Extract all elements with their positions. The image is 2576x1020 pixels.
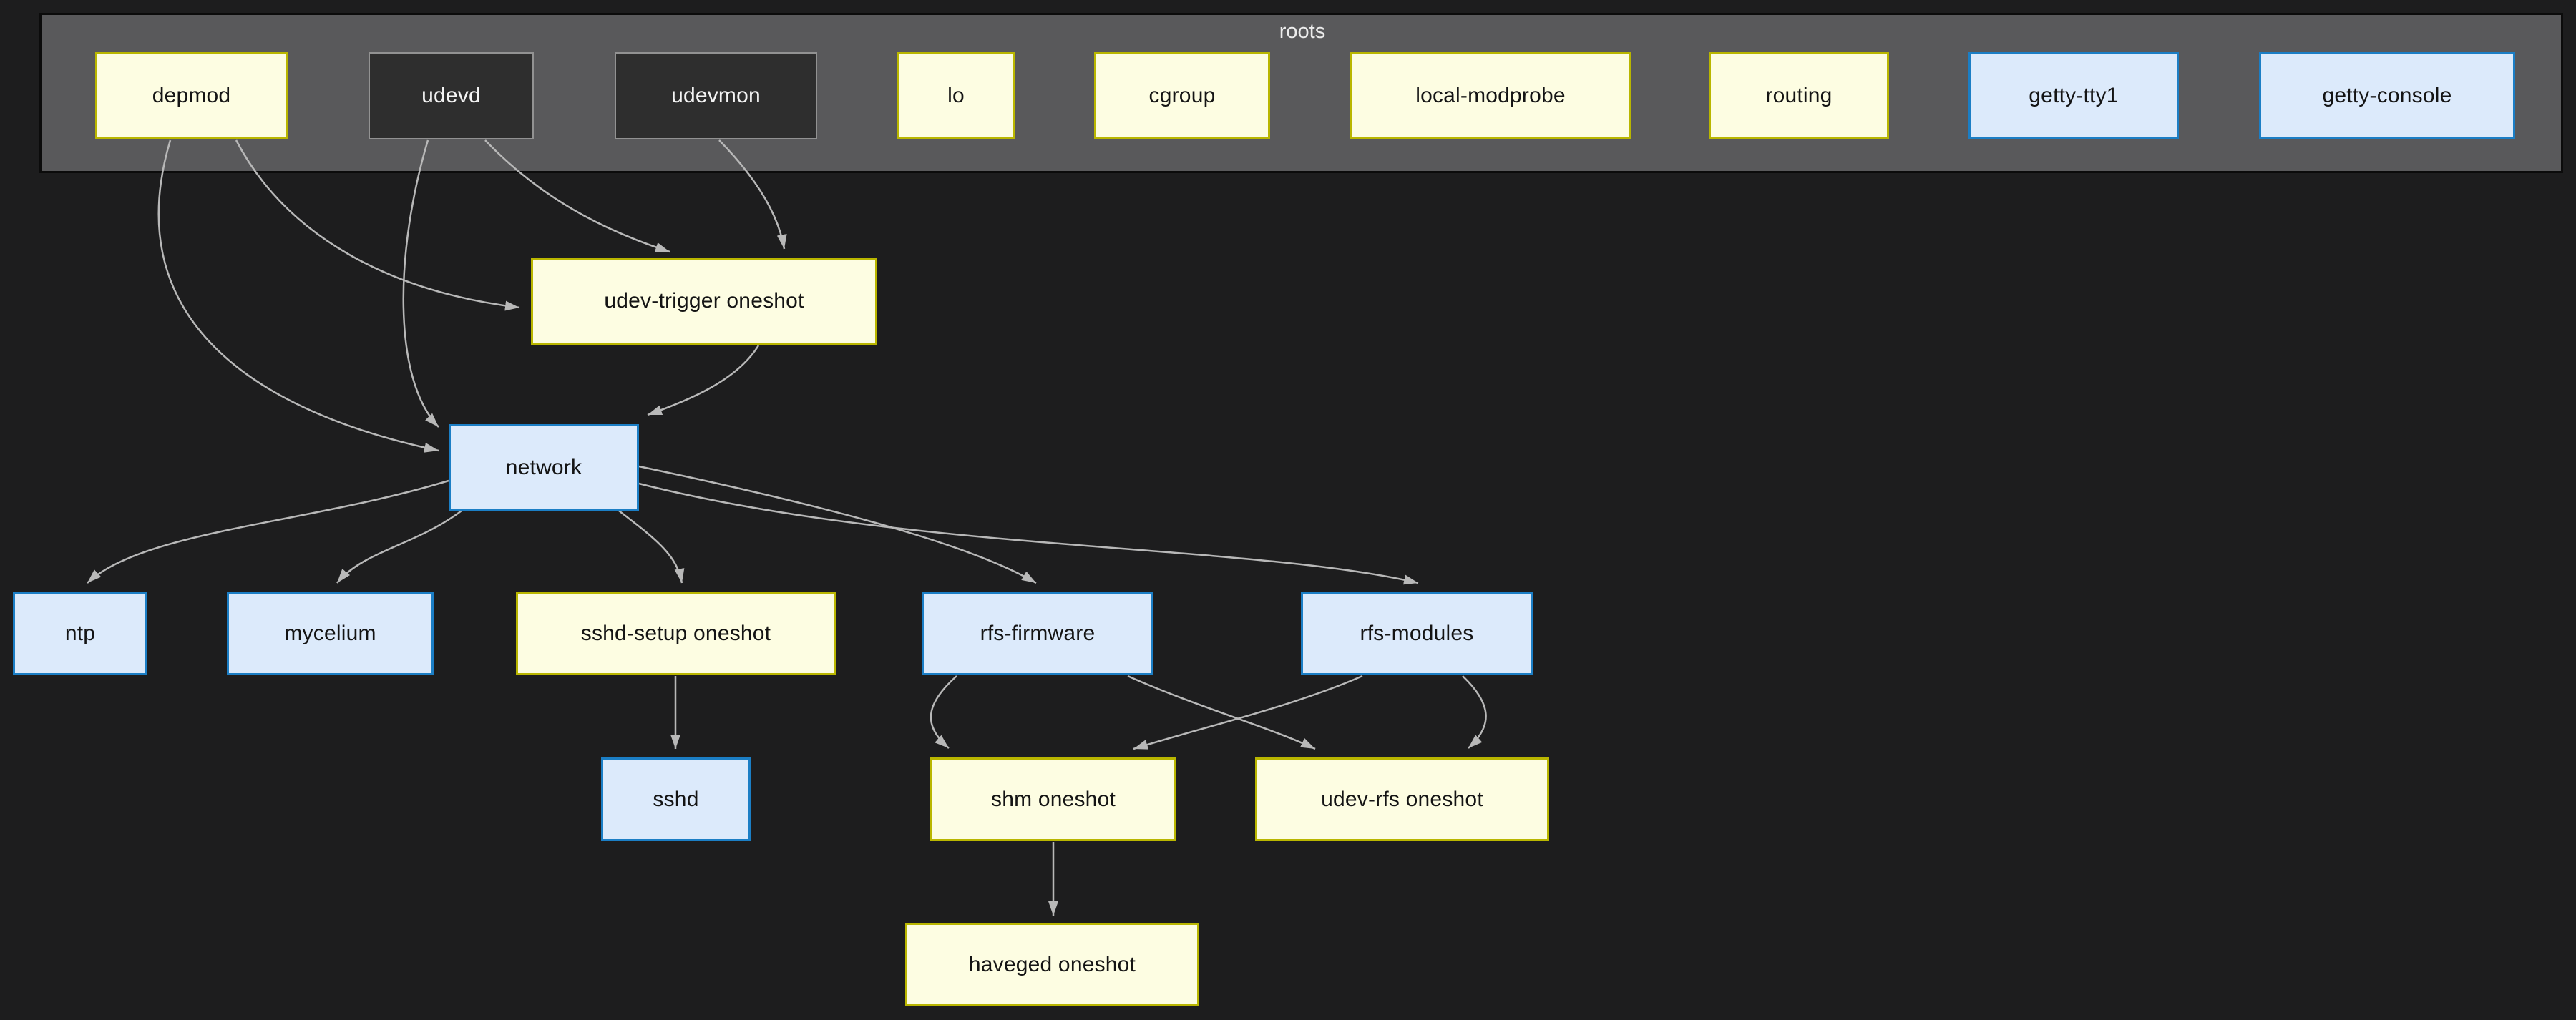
edge-network-to-mycelium	[336, 510, 462, 584]
node-sshd: sshd	[601, 757, 751, 841]
edge-network-to-rfs-modules	[638, 482, 1419, 585]
node-label: haveged oneshot	[968, 952, 1136, 976]
edge-rfs-firmware-to-shm	[930, 675, 957, 749]
node-routing: routing	[1709, 52, 1889, 139]
node-label: rfs-firmware	[980, 621, 1096, 645]
node-label: udevd	[421, 84, 481, 107]
node-label: local-modprobe	[1415, 84, 1566, 107]
edge-udevd-to-udev-trigger	[484, 139, 670, 253]
node-label: routing	[1765, 84, 1833, 107]
edge-depmod-to-network	[157, 139, 439, 453]
edge-udevd-to-network	[402, 139, 439, 428]
node-label: getty-tty1	[2029, 84, 2119, 107]
node-haveged: haveged oneshot	[905, 923, 1199, 1006]
node-label: rfs-modules	[1360, 621, 1474, 645]
node-ntp: ntp	[13, 592, 147, 675]
edge-network-to-sshd-setup	[618, 510, 685, 584]
node-mycelium: mycelium	[227, 592, 434, 675]
node-label: depmod	[152, 84, 231, 107]
node-cgroup: cgroup	[1094, 52, 1270, 139]
node-label: udev-rfs oneshot	[1321, 787, 1483, 811]
node-getty-tty1: getty-tty1	[1968, 52, 2179, 139]
node-label: mycelium	[284, 621, 376, 645]
node-label: network	[505, 455, 582, 479]
node-shm: shm oneshot	[930, 757, 1176, 841]
node-udev-rfs: udev-rfs oneshot	[1255, 757, 1549, 841]
node-label: sshd	[653, 787, 699, 811]
node-sshd-setup: sshd-setup oneshot	[516, 592, 836, 675]
edge-udevmon-to-udev-trigger	[718, 139, 787, 250]
edge-depmod-to-udev-trigger	[235, 139, 520, 311]
node-getty-console: getty-console	[2259, 52, 2515, 139]
node-rfs-modules: rfs-modules	[1301, 592, 1533, 675]
edge-network-to-rfs-firmware	[638, 465, 1037, 584]
node-udevd: udevd	[369, 52, 534, 139]
node-label: cgroup	[1148, 84, 1216, 107]
edge-rfs-firmware-to-udev-rfs	[1127, 675, 1316, 750]
node-label: lo	[947, 84, 965, 107]
edge-udev-trigger-to-network	[647, 345, 760, 416]
node-local-modprobe: local-modprobe	[1350, 52, 1631, 139]
edge-network-to-ntp	[87, 479, 449, 584]
node-udev-trigger: udev-trigger oneshot	[531, 258, 877, 345]
node-udevmon: udevmon	[615, 52, 817, 139]
node-label: udevmon	[671, 84, 761, 107]
node-label: ntp	[64, 621, 96, 645]
node-label: sshd-setup oneshot	[580, 621, 771, 645]
edge-rfs-modules-to-shm	[1133, 675, 1363, 750]
node-depmod: depmod	[95, 52, 288, 139]
roots-cluster-label: roots	[1279, 20, 1326, 43]
edge-rfs-modules-to-udev-rfs	[1462, 675, 1487, 749]
node-label: shm oneshot	[991, 787, 1116, 811]
node-rfs-firmware: rfs-firmware	[922, 592, 1153, 675]
node-lo: lo	[897, 52, 1015, 139]
node-label: udev-trigger oneshot	[604, 289, 804, 313]
node-network: network	[449, 424, 639, 511]
node-label: getty-console	[2322, 84, 2452, 107]
